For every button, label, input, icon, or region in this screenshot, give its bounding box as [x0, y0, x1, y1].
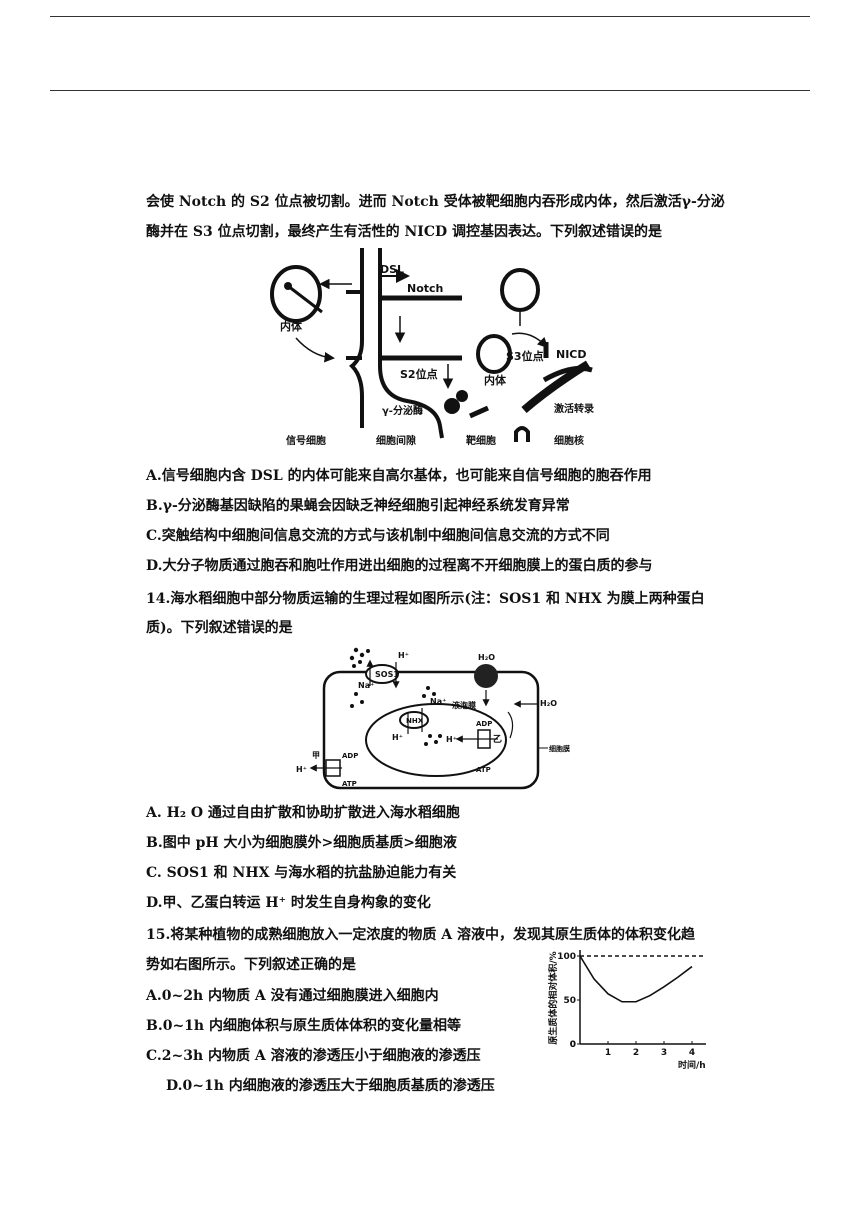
q15-option-c: C.2~3h 内物质 A 溶液的渗透压小于细胞液的渗透压 — [146, 1048, 481, 1064]
label-dsl: DSL — [380, 263, 404, 276]
sos1-protein — [365, 664, 399, 684]
header-rule-top — [50, 16, 810, 17]
label-gamma: γ-分泌酶 — [382, 404, 423, 417]
label-signal-cell: 信号细胞 — [286, 434, 326, 447]
label-na-top: Na⁺ — [358, 681, 374, 690]
target-cell-membrane — [378, 248, 444, 439]
top-endosome — [500, 268, 540, 312]
label-adp-right: ADP — [476, 720, 492, 728]
cell-membrane — [322, 670, 540, 790]
left-endosome — [270, 265, 322, 323]
chart-x-tick-label: 4 — [689, 1048, 695, 1058]
label-h2o-top: H₂O — [478, 653, 495, 662]
label-s2: S2位点 — [400, 367, 438, 381]
label-h2o-right: H₂O — [540, 699, 557, 708]
q14-option-c: C. SOS1 和 NHX 与海水稻的抗盐胁迫能力有关 — [146, 865, 457, 881]
label-h-left: H⁺ — [296, 765, 307, 774]
label-na-mid: Na⁺ — [430, 697, 446, 706]
q13-option-b: B.γ-分泌酶基因缺陷的果蝇会因缺乏神经细胞引起神经系统发育异常 — [146, 498, 570, 514]
chart-origin-label: 0 — [570, 1040, 576, 1050]
label-atp-right: ATP — [476, 766, 491, 774]
nhx-protein — [399, 711, 429, 729]
label-activate: 激活转录 — [554, 402, 594, 415]
chart-y-tick-label: 100 — [557, 952, 576, 962]
label-adp-left: ADP — [342, 752, 358, 760]
q15-option-b: B.0~1h 内细胞体积与原生质体体积的变化量相等 — [146, 1018, 461, 1034]
chart-xlabel: 时间/h — [678, 1059, 706, 1071]
q13-intro-line1: 会使 Notch 的 S2 位点被切割。进而 Notch 受体被靶细胞内吞形成内… — [146, 194, 725, 210]
na-dots-top — [349, 647, 370, 708]
label-nicd: NICD — [556, 348, 587, 361]
q15-stem-line2: 势如右图所示。下列叙述正确的是 — [146, 957, 356, 973]
q15-option-a: A.0~2h 内物质 A 没有通过细胞膜进入细胞内 — [146, 988, 439, 1004]
label-endosome-left: 内体 — [280, 319, 303, 333]
chart-y-tick-label: 0 — [570, 1040, 576, 1050]
label-vacuole: 液泡膜 — [452, 700, 476, 710]
salt-rice-transport-figure: SOS1 H⁺ Na⁺ H₂O H₂O 液泡膜 NHX Na⁺ H⁺ H⁺ AD… — [296, 647, 570, 790]
signal-cell-membrane — [349, 248, 364, 428]
label-jia: 甲 — [312, 751, 320, 760]
chart-x-tick-label: 1 — [605, 1048, 611, 1058]
notch-signaling-figure: DSL Notch 内体 S2位点 内体 S3位点 NICD 激活转录 γ-分泌… — [270, 248, 594, 447]
chart-ylabel: 原生质体的相对体积/% — [547, 951, 559, 1044]
vacuole — [365, 703, 507, 777]
label-endosome-right: 内体 — [484, 373, 507, 387]
q14-option-d: D.甲、乙蛋白转运 H⁺ 时发生自身构象的变化 — [146, 895, 431, 911]
chart-x-tick-label: 3 — [661, 1048, 667, 1058]
label-cell-gap: 细胞间隙 — [376, 434, 416, 447]
label-nucleus: 细胞核 — [554, 434, 584, 447]
label-s3: S3位点 — [506, 349, 544, 363]
label-notch: Notch — [407, 282, 443, 295]
q15-option-d: D.0~1h 内细胞液的渗透压大于细胞质基质的渗透压 — [166, 1078, 495, 1094]
label-sos1: SOS1 — [375, 670, 399, 679]
label-h-vacuole: H⁺ — [446, 735, 457, 744]
label-target-cell: 靶细胞 — [466, 434, 496, 447]
nucleus-membrane — [514, 426, 530, 442]
water-channel-protein — [474, 664, 498, 688]
q14-option-a: A. H₂ O 通过自由扩散和协助扩散进入海水稻细胞 — [146, 805, 460, 821]
right-endosome — [476, 334, 512, 374]
q13-option-a: A.信号细胞内含 DSL 的内体可能来自高尔基体，也可能来自信号细胞的胞吞作用 — [146, 468, 652, 484]
chart-x-tick-label: 2 — [633, 1048, 639, 1058]
label-atp-left: ATP — [342, 780, 357, 788]
label-yi: 乙 — [493, 734, 502, 745]
q13-intro-line2: 酶并在 S3 位点切割，最终产生有活性的 NICD 调控基因表达。下列叙述错误的… — [146, 224, 662, 240]
q13-option-d: D.大分子物质通过胞吞和胞吐作用进出细胞的过程离不开细胞膜上的蛋白质的参与 — [146, 558, 653, 574]
label-h-mid: H⁺ — [392, 733, 403, 742]
label-h-top: H⁺ — [398, 651, 409, 660]
chart-series-line — [579, 955, 693, 1003]
q15-stem-line1: 15.将某种植物的成熟细胞放入一定浓度的物质 A 溶液中，发现其原生质体的体积变… — [146, 927, 695, 943]
q14-stem-line1: 14.海水稻细胞中部分物质运输的生理过程如图所示(注：SOS1 和 NHX 为膜… — [146, 591, 705, 607]
chart-y-tick-label: 50 — [563, 996, 576, 1006]
header-rule-bottom — [50, 90, 810, 91]
label-membrane: 细胞膜 — [549, 744, 570, 753]
label-nhx: NHX — [406, 717, 424, 725]
na-dots-vacuole — [422, 686, 442, 746]
q13-option-c: C.突触结构中细胞间信息交流的方式与该机制中细胞间信息交流的方式不同 — [146, 528, 610, 544]
q14-stem-line2: 质)。下列叙述错误的是 — [146, 620, 293, 636]
q14-option-b: B.图中 pH 大小为细胞膜外>细胞质基质>细胞液 — [146, 835, 457, 851]
